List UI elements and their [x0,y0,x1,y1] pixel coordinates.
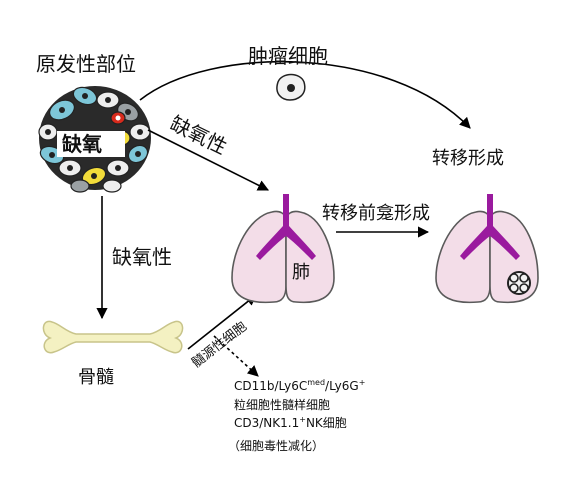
celltype-line-1: CD11b/Ly6Cmed/Ly6G+ [234,378,366,393]
celltype-line-3: CD3/NK1.1+NK细胞 [234,415,347,430]
arrow-bone-to-lung [187,294,257,350]
circulating-tumor-cell [276,73,306,101]
label-primary-site: 原发性部位 [36,52,136,76]
label-lung: 肺 [292,262,310,283]
lung-right-illustration [435,194,539,304]
label-bone-marrow: 骨髓 [78,367,114,388]
lung-left-illustration [231,194,335,304]
label-tumor-cells: 肿瘤细胞 [248,44,328,68]
arrow-hypoxic-to-lung [147,129,270,191]
label-hypoxia-badge: 缺氧 [62,132,102,156]
primary-tumor-cluster [38,86,151,193]
label-metastasis-formation: 转移形成 [432,148,504,169]
label-premetastatic-niche: 转移前龛形成 [322,203,430,224]
metastatic-nodule [507,271,531,295]
celltype-line-4: （细胞毒性减化） [228,439,325,453]
arrow-dotted-cells [213,335,259,377]
bone-illustration [42,320,184,354]
celltype-line-2: 粒细胞性髓样细胞 [234,398,331,412]
arrow-to-metastasis [139,60,471,129]
label-hypoxic-down: 缺氧性 [112,245,172,269]
